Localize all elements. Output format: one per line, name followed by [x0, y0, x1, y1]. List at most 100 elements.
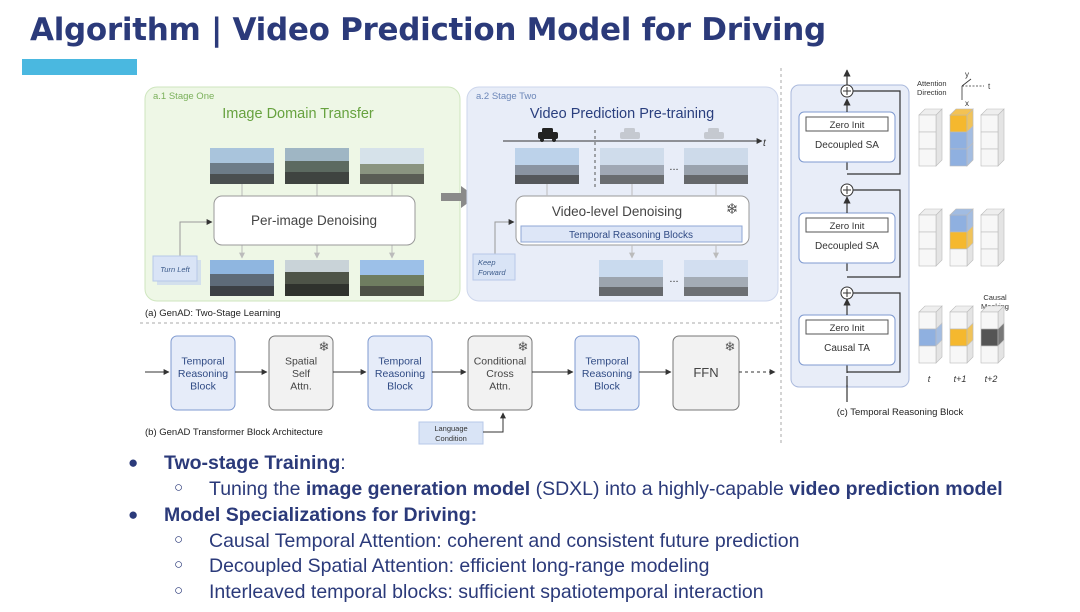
bottom-frames-ellipsis: ...	[669, 273, 678, 285]
block-1	[268, 335, 334, 411]
bullet-title-text: Model Specializations for Driving:	[164, 503, 478, 526]
panel-b-caption: (b) GenAD Transformer Block Architecture	[145, 427, 323, 438]
temporal-reasoning-blocks-label: Temporal Reasoning Blocks	[569, 230, 693, 241]
frame-label-t2: t+2	[985, 374, 998, 384]
layer-name-1: Decoupled SA	[815, 241, 879, 252]
zero-init-box-1	[805, 217, 889, 233]
bullet-dot: ●	[128, 453, 139, 472]
stage-one-title: Image Domain Transfer	[222, 106, 374, 122]
block-2-label-2: Block	[387, 381, 413, 393]
block-1-label-0: Spatial	[285, 356, 317, 368]
page-title: Algorithm | Video Prediction Model for D…	[30, 12, 826, 48]
car-icon	[538, 128, 558, 142]
snowflake-icon: ❄	[319, 339, 330, 354]
block-5-label-0: FFN	[693, 365, 718, 380]
layer-name-2: Causal TA	[824, 343, 870, 354]
sub-bullet-circle: ○	[174, 556, 184, 573]
attention-cube-grids	[918, 108, 1005, 364]
block-2-label-0: Temporal	[378, 356, 421, 368]
bullet-list: ● Two-stage Training: ○ Tuning the image ge…	[128, 452, 1068, 606]
block-4-label-2: Block	[594, 381, 620, 393]
sub-bullet-text: Decoupled Spatial Attention: efficient l…	[209, 555, 709, 578]
turn-left-label: Turn Left	[160, 265, 190, 274]
sub-bullet-1-2: ○ Interleaved temporal blocks: sufficient…	[128, 581, 1068, 607]
bullet-title: Two-stage Training:	[164, 452, 346, 475]
snowflake-icon: ❄	[725, 339, 736, 354]
block-4-label-1: Reasoning	[582, 368, 632, 380]
keep-forward-label-1: Keep	[478, 258, 496, 267]
sub-bullet-segment: (SDXL) into a highly-capable	[530, 478, 790, 500]
panel-a-caption: (a) GenAD: Two-Stage Learning	[145, 308, 281, 319]
sub-bullet-segment: video prediction model	[789, 478, 1003, 500]
stage-two-title: Video Prediction Pre-training	[530, 106, 714, 122]
stage-one-output-frames	[210, 260, 424, 296]
snowflake-icon: ❄	[726, 201, 739, 218]
bullet-0: ● Two-stage Training:	[128, 452, 1068, 478]
sub-bullet-segment: Tuning the	[209, 478, 306, 500]
sub-bullet-1-1: ○ Decoupled Spatial Attention: efficient …	[128, 555, 1068, 581]
frame-label-t1: t+1	[954, 374, 967, 384]
panel-c-caption: (c) Temporal Reasoning Block	[837, 407, 964, 418]
stage-one-input-frames	[210, 148, 424, 184]
bullet-dot: ●	[128, 504, 139, 524]
stage-two-output-frames	[599, 260, 748, 296]
zero-init-label-0: Zero Init	[830, 120, 865, 131]
block-3-label-0: Conditional	[474, 356, 527, 368]
per-image-denoising-label: Per-image Denoising	[251, 213, 377, 228]
attention-direction-label-2: Direction	[917, 88, 947, 97]
car-ghost-icon	[620, 128, 724, 139]
block-2	[367, 335, 433, 411]
block-1-label-2: Attn.	[290, 381, 312, 393]
video-level-denoising-label: Video-level Denoising	[552, 204, 682, 219]
language-condition-label-1: Language	[434, 424, 467, 433]
block-3-label-2: Attn.	[489, 381, 511, 393]
sub-bullet-segment: Causal Temporal Attention: coherent and …	[209, 529, 800, 552]
frame-label-t: t	[928, 374, 931, 384]
block-2-label-1: Reasoning	[375, 368, 425, 380]
sub-bullet-circle: ○	[174, 581, 184, 599]
sub-bullet-circle: ○	[174, 530, 184, 548]
keep-forward-condition	[472, 253, 516, 281]
sub-bullet-segment: Interleaved temporal blocks: sufficient …	[209, 580, 764, 603]
sub-bullet-circle: ○	[174, 479, 184, 496]
axis-t-label: t	[988, 82, 991, 91]
per-image-denoising-module	[213, 195, 416, 246]
time-axis-label: t	[763, 138, 767, 149]
stage-one-tag: a.1 Stage One	[153, 91, 214, 102]
block-4	[574, 335, 640, 411]
block-3	[467, 335, 533, 411]
genad-architecture-figure: a.1 Stage One Image Domain Transfer Per-…	[140, 68, 1009, 445]
language-condition-group: Language Condition	[418, 412, 506, 445]
sub-bullet-text: Interleaved temporal blocks: sufficient …	[209, 581, 764, 604]
bullet-title: Model Specializations for Driving:	[164, 504, 477, 527]
axis-x-label: x	[965, 99, 969, 108]
block-4-label-0: Temporal	[585, 356, 628, 368]
sub-bullet-0-0: ○ Tuning the image generation model (SDXL…	[128, 478, 1068, 504]
bullet-title-suffix: :	[340, 452, 346, 474]
temporal-reasoning-blocks-band	[520, 225, 743, 243]
block-0-label-1: Reasoning	[178, 368, 228, 380]
block-3-label-1: Cross	[486, 368, 513, 380]
stage-two-tag: a.2 Stage Two	[476, 91, 537, 102]
axes-glyph-icon	[961, 78, 984, 100]
axis-y-label: y	[965, 70, 969, 79]
block-5	[672, 335, 740, 411]
turn-left-condition	[152, 255, 198, 282]
top-frames-ellipsis: ...	[669, 161, 678, 173]
zero-init-label-2: Zero Init	[830, 323, 865, 334]
transformer-block-row: TemporalReasoningBlockSpatialSelfAttn.❄T…	[145, 335, 776, 411]
sub-bullet-segment: image generation model	[305, 478, 531, 500]
bullet-1: ● Model Specializations for Driving:	[128, 504, 1068, 530]
keep-forward-label-2: Forward	[478, 268, 506, 277]
sub-bullet-segment: Decoupled Spatial Attention: efficient l…	[209, 555, 710, 577]
block-0-label-2: Block	[190, 381, 216, 393]
block-0-label-0: Temporal	[181, 356, 224, 368]
stage-two-input-frames	[515, 148, 748, 184]
bullet-title-text: Two-stage Training	[164, 452, 341, 474]
title-accent-bar	[22, 59, 137, 75]
block-0	[170, 335, 236, 411]
sub-bullet-text: Causal Temporal Attention: coherent and …	[209, 530, 799, 553]
attention-direction-label-1: Attention	[917, 79, 947, 88]
sub-bullet-1-0: ○ Causal Temporal Attention: coherent and…	[128, 530, 1068, 556]
